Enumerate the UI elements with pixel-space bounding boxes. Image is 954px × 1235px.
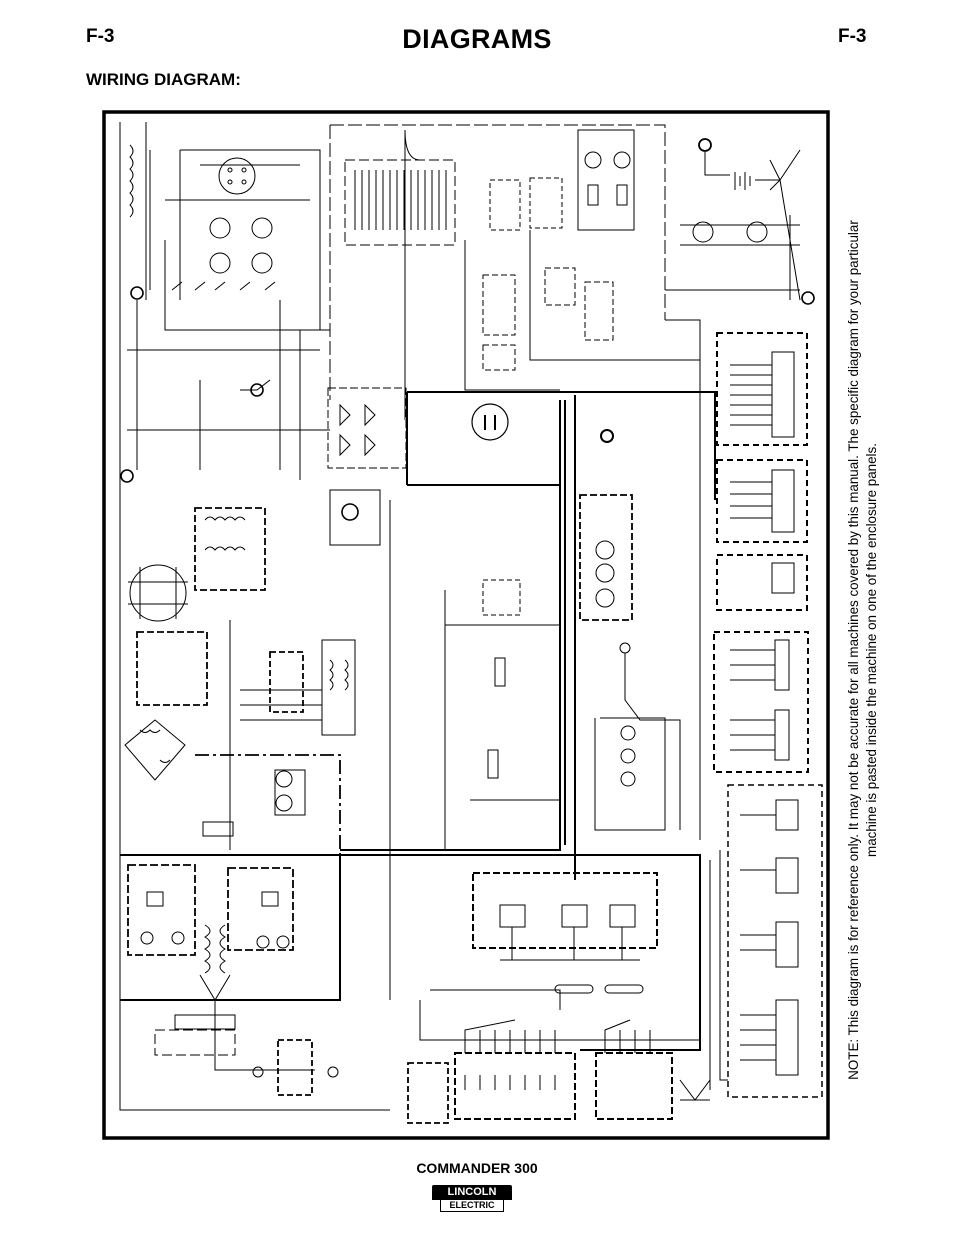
logo-brand-bottom: ELECTRIC [440,1200,504,1212]
terminal-left [130,286,144,300]
connector-plug-top [218,157,256,195]
center-panels [229,494,681,1000]
right-connector-column [709,332,823,1098]
page-title: DIAGRAMS [402,24,552,54]
page-number-left: F-3 [86,26,115,47]
receptacle-1 [209,217,231,239]
meter [471,403,509,441]
lower-left-section [124,719,341,1096]
lincoln-electric-logo: LINCOLN ELECTRIC [432,1185,512,1212]
terminal-lower-left [120,469,134,483]
rotor-slip-ring [341,503,359,521]
page-number-right: F-3 [838,26,867,47]
terminal-strip-top [329,124,700,420]
bottom-panels [407,872,711,1124]
logo-brand-top: LINCOLN [432,1185,512,1200]
alternator [129,564,187,622]
reference-note: NOTE: This diagram is for reference only… [846,220,879,1080]
main-wiring [120,391,716,1051]
battery-section [665,138,815,840]
top-left-section [119,122,390,1111]
diagram-frame [102,110,830,1140]
indicator-light [698,138,712,152]
rectifier-section [128,387,407,706]
section-label: WIRING DIAGRAM: [86,70,241,89]
model-name: COMMANDER 300 [416,1160,538,1176]
